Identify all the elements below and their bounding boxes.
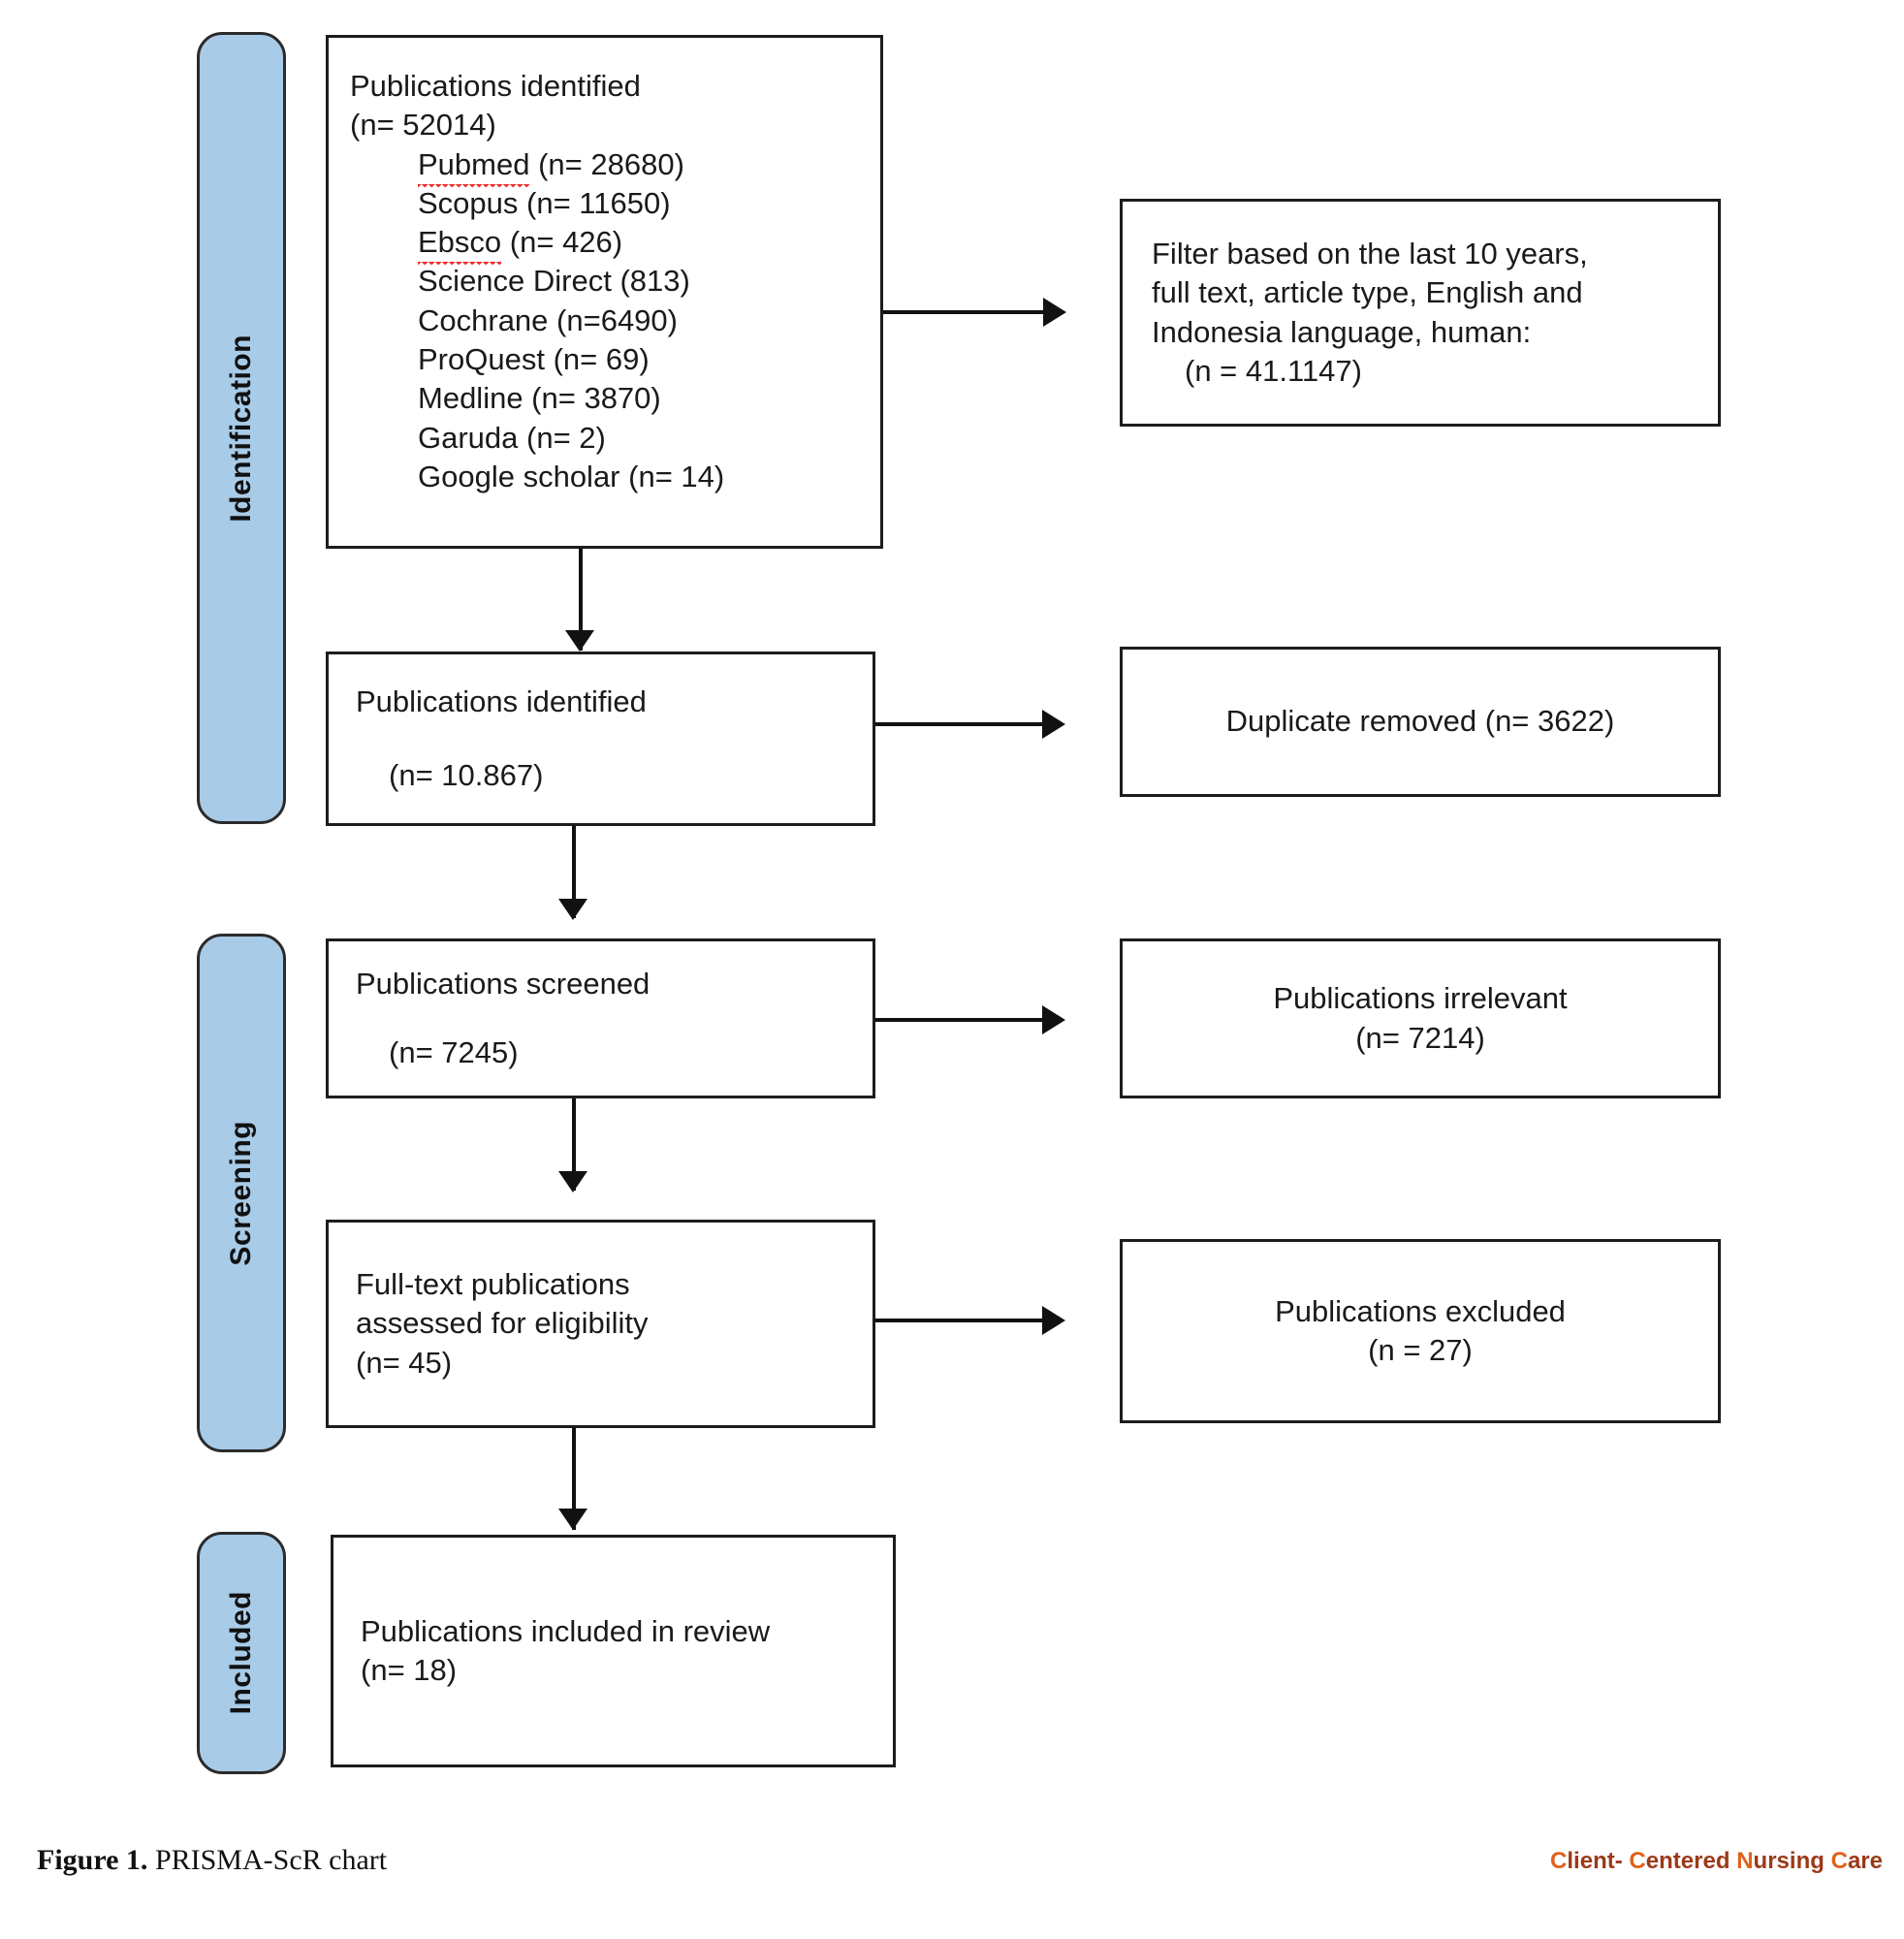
source-name-proquest: ProQuest: [418, 342, 545, 377]
phase-label-screening: Screening: [225, 1120, 257, 1266]
identified-total-title: Publications identified: [356, 683, 647, 718]
source-name-garuda: Garuda: [418, 420, 519, 455]
source-name-medline: Medline: [418, 381, 524, 416]
journal-watermark: Client- Centered Nursing Care: [1550, 1848, 1883, 1875]
source-row-ebsco: Ebsco (n= 426): [350, 223, 859, 268]
source-count-medline: (n= 3870): [523, 381, 661, 416]
phase-label-included: Included: [225, 1591, 257, 1715]
connector-identified-to-filter: [883, 310, 1043, 314]
box-fulltext-eligibility: Full-text publications assessed for elig…: [326, 1220, 875, 1428]
connector-screened-to-eligibility: [572, 1098, 576, 1191]
arrow-total-to-screened: [558, 899, 587, 920]
box-duplicate-removed: Duplicate removed (n= 3622): [1120, 647, 1721, 797]
connector-total-to-screened: [572, 826, 576, 918]
source-count-science-direct: (813): [611, 264, 690, 299]
source-row-pubmed: Pubmed (n= 28680): [350, 145, 859, 190]
source-count-cochrane: (n=6490): [548, 302, 678, 337]
arrow-eligibility-to-excluded: [1042, 1306, 1065, 1335]
source-row-cochrane: Cochrane (n=6490): [350, 302, 859, 340]
connector-eligibility-to-excluded: [875, 1319, 1042, 1322]
phase-label-identification: Identification: [225, 334, 257, 523]
source-row-garuda: Garuda (n= 2): [350, 419, 859, 458]
source-row-medline: Medline (n= 3870): [350, 379, 859, 418]
identified-total-count: (n= 10.867): [389, 758, 544, 792]
excluded-title: Publications excluded: [1275, 1293, 1566, 1328]
box-publications-identified-sources: Publications identified (n= 52014) Pubme…: [326, 35, 883, 549]
source-name-science-direct: Science Direct: [418, 264, 612, 299]
box-publications-identified-total: Publications identified (n= 10.867): [326, 652, 875, 826]
identified-sources-count: (n= 52014): [350, 108, 496, 143]
figure-caption: Figure 1. PRISMA-ScR chart: [37, 1844, 387, 1877]
box-publications-excluded: Publications excluded (n = 27): [1120, 1239, 1721, 1423]
filter-line-1: Filter based on the last 10 years,: [1152, 236, 1588, 270]
filter-line-3: Indonesia language, human:: [1152, 314, 1532, 349]
source-name-pubmed: Pubmed: [418, 145, 530, 190]
source-count-garuda: (n= 2): [518, 420, 606, 455]
irrelevant-title: Publications irrelevant: [1273, 981, 1568, 1016]
source-count-ebsco: (n= 426): [501, 225, 623, 260]
connector-total-to-duplicate: [875, 722, 1042, 726]
box-filter-criteria: Filter based on the last 10 years, full …: [1120, 199, 1721, 427]
arrow-total-to-duplicate: [1042, 710, 1065, 739]
included-count: (n= 18): [361, 1653, 458, 1687]
figure-caption-text: PRISMA-ScR chart: [147, 1844, 388, 1876]
journal-watermark-text: Client- Centered Nursing Care: [1550, 1848, 1883, 1874]
phase-bar-identification: Identification: [197, 32, 286, 824]
filter-count: (n = 41.1147): [1185, 353, 1362, 388]
arrow-eligibility-to-included: [558, 1509, 587, 1530]
arrow-identified-to-filter: [1043, 298, 1066, 327]
irrelevant-count: (n= 7214): [1355, 1020, 1485, 1055]
source-count-scopus: (n= 11650): [518, 185, 671, 220]
box-publications-screened: Publications screened (n= 7245): [326, 938, 875, 1098]
box-publications-included: Publications included in review (n= 18): [331, 1535, 896, 1767]
box-publications-irrelevant: Publications irrelevant (n= 7214): [1120, 938, 1721, 1098]
identified-sources-title: Publications identified: [350, 69, 641, 103]
source-count-pubmed: (n= 28680): [529, 146, 684, 181]
connector-eligibility-to-included: [572, 1428, 576, 1530]
arrow-identified-to-total: [565, 630, 594, 652]
phase-bar-included: Included: [197, 1532, 286, 1774]
excluded-count: (n = 27): [1368, 1333, 1473, 1367]
source-row-google-scholar: Google scholar (n= 14): [350, 458, 859, 496]
source-name-cochrane: Cochrane: [418, 302, 549, 337]
screened-count: (n= 7245): [389, 1034, 519, 1069]
eligibility-line-2: assessed for eligibility: [356, 1306, 649, 1341]
screened-title: Publications screened: [356, 967, 651, 1001]
eligibility-line-1: Full-text publications: [356, 1267, 630, 1302]
source-row-scopus: Scopus (n= 11650): [350, 184, 859, 223]
arrow-screened-to-irrelevant: [1042, 1005, 1065, 1034]
source-row-proquest: ProQuest (n= 69): [350, 340, 859, 379]
arrow-screened-to-eligibility: [558, 1171, 587, 1192]
source-count-google-scholar: (n= 14): [619, 459, 725, 493]
source-count-proquest: (n= 69): [544, 342, 650, 377]
connector-identified-to-total: [579, 549, 583, 651]
figure-caption-label: Figure 1.: [37, 1844, 148, 1876]
duplicate-removed-text: Duplicate removed (n= 3622): [1225, 704, 1615, 739]
eligibility-count: (n= 45): [356, 1345, 453, 1380]
source-name-google-scholar: Google scholar: [418, 459, 620, 493]
source-name-scopus: Scopus: [418, 185, 519, 220]
source-row-science-direct: Science Direct (813): [350, 262, 859, 301]
connector-screened-to-irrelevant: [875, 1018, 1042, 1022]
phase-bar-screening: Screening: [197, 934, 286, 1452]
source-name-ebsco: Ebsco: [418, 223, 502, 268]
included-title: Publications included in review: [361, 1613, 771, 1648]
filter-line-2: full text, article type, English and: [1152, 275, 1583, 310]
